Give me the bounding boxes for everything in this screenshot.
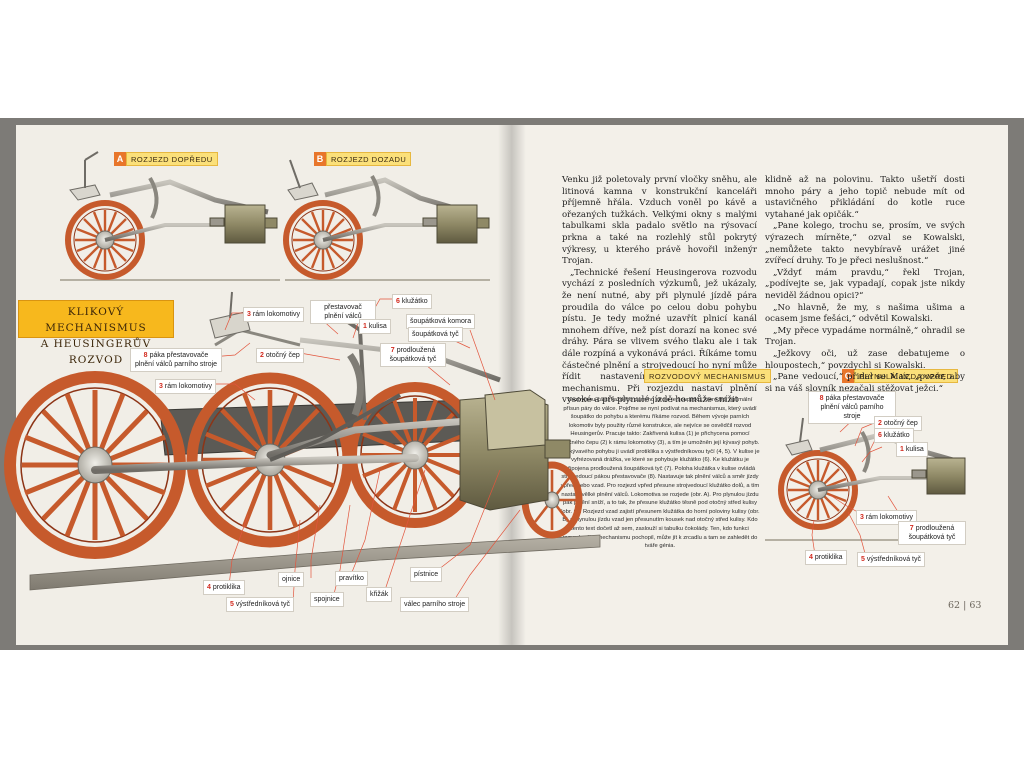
callout-number: 5 <box>230 601 234 608</box>
callout-number: 6 <box>878 432 882 439</box>
callout-text: válec parního stroje <box>404 601 466 608</box>
callout-text: prodloužená šoupátková tyč <box>389 347 437 363</box>
callout-text: kulisa <box>368 323 387 330</box>
callout-number: 7 <box>390 347 395 354</box>
callout-number: 5 <box>861 556 865 563</box>
callout-number: 7 <box>909 525 914 532</box>
callout-text: výstředníková tyč <box>866 556 921 563</box>
diagram-a-illustration <box>60 151 280 281</box>
callout-text: protiklika <box>814 554 843 561</box>
callout-number: 4 <box>809 554 813 561</box>
story-paragraph: „Vždyť mám pravdu,“ řekl Trojan, „podíve… <box>765 267 965 301</box>
callout-text: rám lokomotivy <box>164 383 212 390</box>
main-title-line-2: A HEUSINGERŮV ROZVOD <box>40 338 152 366</box>
callout-number: 3 <box>860 514 864 521</box>
mechanism-explanation: Nezbytnou částí každého parního stroje j… <box>560 396 760 551</box>
callout-text: otočný čep <box>265 352 300 359</box>
callout-text: protiklika <box>212 584 241 591</box>
callout-crosshead: křižák <box>366 587 393 602</box>
callout-steam-cylinder: válec parního stroje <box>400 597 470 612</box>
callout-number: 1 <box>363 323 367 330</box>
mechanism-heading: ROZVODOVÝ MECHANISMUS <box>644 369 771 383</box>
story-paragraph: „Ježkovy oči, už zase debatujeme o hloup… <box>765 348 965 371</box>
callout-radius-rod: pravítko <box>335 571 368 586</box>
diagram-b-letter: B <box>314 152 326 166</box>
callout-text: křižák <box>370 591 389 598</box>
diagram-c-letter: C <box>842 369 854 383</box>
callout-text: spojnice <box>314 596 340 603</box>
callout-number: 1 <box>900 446 904 453</box>
diagram-b-tag: B ROZJEZD DOZADU <box>314 152 412 166</box>
callout-number: 8 <box>819 395 824 402</box>
callout-number: 3 <box>159 383 163 390</box>
mechanism-heading-tag: ROZVODOVÝ MECHANISMUS <box>644 369 771 383</box>
diagram-b-label: ROZJEZD DOZADU <box>326 152 412 166</box>
callout-text: rám lokomotivy <box>252 311 300 318</box>
diagram-b-illustration <box>283 159 490 281</box>
callout-number: 2 <box>260 352 264 359</box>
callout-text: výstředníková tyč <box>235 601 290 608</box>
callout-number: 8 <box>143 352 148 359</box>
callout-text: šoupátková tyč <box>412 331 459 338</box>
story-paragraph: „Pane kolego, trochu se, prosím, ve svýc… <box>765 221 965 267</box>
story-paragraph: Venku již poletovaly první vločky sněhu,… <box>562 175 757 267</box>
main-title-line-1: KLIKOVÝ MECHANISMUS <box>45 306 147 334</box>
main-title: KLIKOVÝ MECHANISMUS A HEUSINGERŮV ROZVOD <box>18 300 174 366</box>
story-paragraph: klidně až na polovinu. Takto ušetří dost… <box>765 175 965 220</box>
callout-text: prodloužená šoupátková tyč <box>908 525 956 541</box>
callout-piston-rod: pístnice <box>410 567 443 582</box>
callout-text: ojnice <box>282 576 301 583</box>
callout-text: rám lokomotivy <box>865 514 913 521</box>
callout-text: klužátko <box>401 298 428 305</box>
callout-connecting-rod: ojnice <box>278 572 305 587</box>
callout-text: otočný čep <box>883 420 918 427</box>
callout-number: 2 <box>878 420 882 427</box>
main-locomotive-illustration <box>4 291 601 591</box>
callout-text: pístnice <box>414 571 439 578</box>
diagram-c-label: PLYNULÁ JÍZDA VPŘED <box>854 369 958 383</box>
story-paragraph: „Technické řešení Heusingerova rozvodu v… <box>562 267 757 406</box>
callout-number: 6 <box>396 298 400 305</box>
callout-combination-lever: spojnice <box>310 592 344 607</box>
callout-valve-rod: šoupátková tyč <box>408 327 463 342</box>
story-column-1: Venku již poletovaly první vločky sněhu,… <box>562 175 757 407</box>
mechanism-text: Nezbytnou částí každého parního stroje j… <box>560 397 760 550</box>
callout-text: šoupátková komora <box>410 318 472 325</box>
callout-text: pravítko <box>339 575 364 582</box>
page-numbers: 62 | 63 <box>948 600 982 611</box>
diagram-c-tag: C PLYNULÁ JÍZDA VPŘED <box>842 369 958 383</box>
story-paragraph: „My přece vypadáme normálně,“ ohradil se… <box>765 325 965 348</box>
story-paragraph: „No hlavně, že my, s našima ušima a ocas… <box>765 302 965 325</box>
callout-text: přestavovač plnění válců <box>324 304 362 320</box>
diagram-a-label: ROZJEZD DOPŘEDU <box>126 152 218 166</box>
story-paragraph: „Pane vedoucí,“ přidal se Max, „pozor, a… <box>765 372 965 394</box>
callout-text: klužátko <box>883 432 910 439</box>
callout-text: kulisa <box>905 446 924 453</box>
callout-number: 4 <box>207 584 211 591</box>
callout-number: 3 <box>247 311 251 318</box>
diagram-a-letter: A <box>114 152 126 166</box>
diagram-a-tag: A ROZJEZD DOPŘEDU <box>114 152 218 166</box>
right-page <box>512 125 1008 645</box>
callout-text: páka přestavovače plnění válců parního s… <box>134 352 218 368</box>
story-column-2: klidně až na polovinu. Takto ušetří dost… <box>765 175 965 395</box>
